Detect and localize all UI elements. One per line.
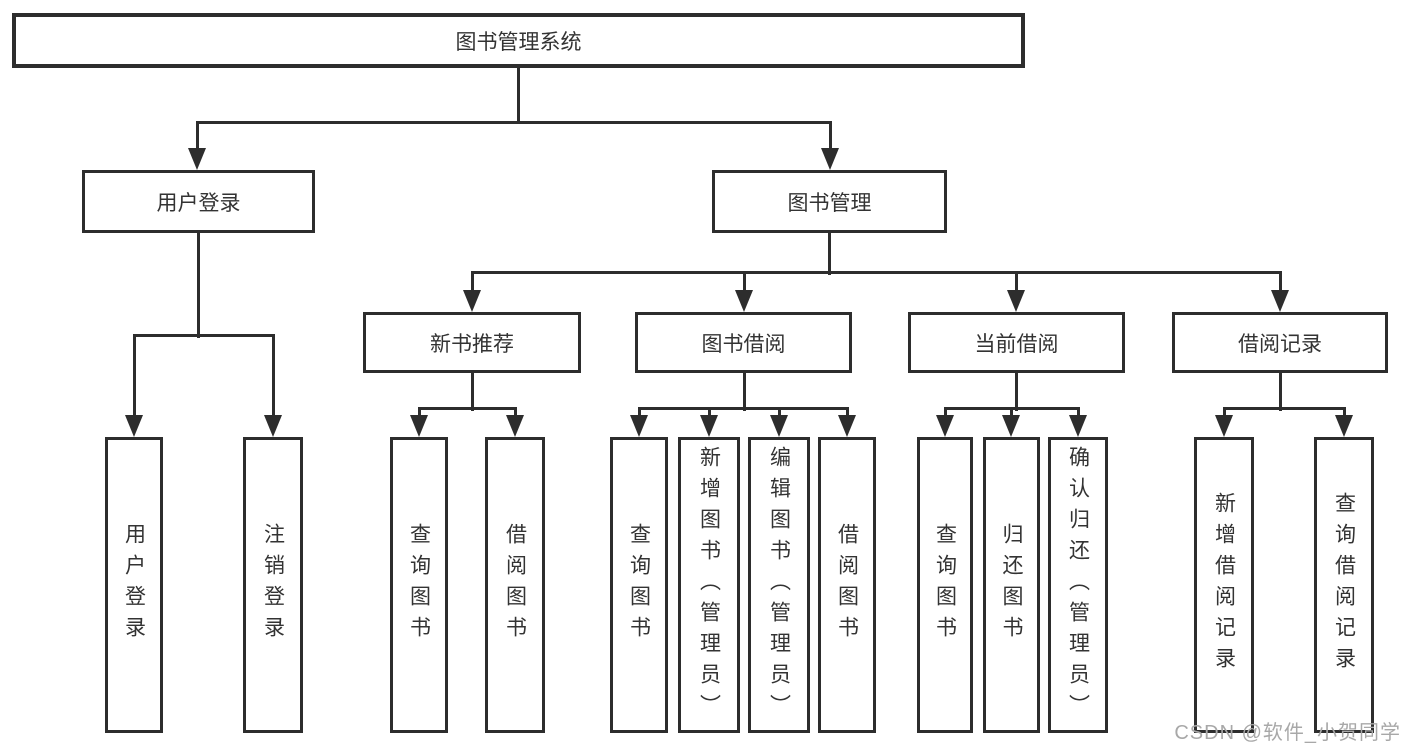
connector-line [708, 408, 711, 420]
connector-line [471, 271, 1282, 274]
connector-line [471, 272, 474, 294]
node-label: 图书管理系统 [455, 30, 582, 54]
connector-line [133, 334, 275, 337]
arrow-down-icon [1271, 290, 1289, 312]
leaf-label: 用户登录 [122, 523, 146, 647]
arrow-down-icon [1002, 415, 1020, 437]
connector-line [778, 408, 781, 420]
arrow-down-icon [410, 415, 428, 437]
connector-line [272, 335, 275, 419]
node-book-management: 图书管理 [712, 170, 947, 233]
connector-line [828, 233, 831, 275]
arrow-down-icon [1007, 290, 1025, 312]
arrow-down-icon [264, 415, 282, 437]
connector-line [197, 233, 200, 338]
arrow-down-icon [838, 415, 856, 437]
leaf-label: 归还图书 [1000, 523, 1023, 647]
leaf-query-books-current: 查询图书 [917, 437, 973, 733]
node-label: 新书推荐 [430, 332, 514, 356]
connector-line [1015, 272, 1018, 294]
node-label: 借阅记录 [1238, 332, 1322, 356]
leaf-query-books-recommend: 查询图书 [390, 437, 448, 733]
leaf-user-login: 用户登录 [105, 437, 163, 733]
connector-line [1343, 408, 1346, 420]
arrow-down-icon [125, 415, 143, 437]
connector-line [471, 373, 474, 411]
arrow-down-icon [506, 415, 524, 437]
connector-line [846, 408, 849, 420]
leaf-return-books: 归还图书 [983, 437, 1040, 733]
arrow-down-icon [770, 415, 788, 437]
node-user-login: 用户登录 [82, 170, 315, 233]
leaf-label: 查询图书 [407, 523, 431, 647]
connector-line [1077, 408, 1080, 420]
watermark: CSDN @软件_小贺同学 [1174, 722, 1401, 744]
leaf-label: 确认归还（管理员） [1066, 445, 1090, 725]
connector-line [829, 122, 832, 152]
arrow-down-icon [700, 415, 718, 437]
node-label: 用户登录 [156, 191, 241, 215]
connector-line [944, 407, 1080, 410]
arrow-down-icon [188, 148, 206, 170]
leaf-label: 注销登录 [261, 523, 285, 647]
node-borrowing-records: 借阅记录 [1172, 312, 1388, 373]
leaf-borrow-books-borrowing: 借阅图书 [818, 437, 876, 733]
connector-line [133, 335, 136, 419]
leaf-label: 查询借阅记录 [1332, 492, 1356, 678]
arrow-down-icon [630, 415, 648, 437]
connector-line [944, 408, 947, 420]
connector-line [1279, 373, 1282, 411]
arrow-down-icon [936, 415, 954, 437]
arrow-down-icon [1215, 415, 1233, 437]
leaf-confirm-return-admin: 确认归还（管理员） [1048, 437, 1108, 733]
leaf-borrow-books-recommend: 借阅图书 [485, 437, 545, 733]
connector-line [638, 408, 641, 420]
connector-line [638, 407, 849, 410]
leaf-label: 新增图书（管理员） [697, 445, 721, 725]
leaf-label: 新增借阅记录 [1212, 492, 1236, 678]
arrow-down-icon [1335, 415, 1353, 437]
node-label: 当前借阅 [974, 332, 1059, 356]
node-current-borrowing: 当前借阅 [908, 312, 1125, 373]
connector-line [196, 122, 199, 152]
connector-line [743, 373, 746, 411]
leaf-label: 查询图书 [933, 523, 957, 647]
leaf-add-borrow-record: 新增借阅记录 [1194, 437, 1254, 733]
node-new-book-recommendation: 新书推荐 [363, 312, 581, 373]
connector-line [514, 408, 517, 420]
leaf-logout: 注销登录 [243, 437, 303, 733]
node-book-borrowing: 图书借阅 [635, 312, 852, 373]
leaf-label: 编辑图书（管理员） [767, 445, 791, 725]
arrow-down-icon [735, 290, 753, 312]
connector-line [517, 68, 520, 124]
connector-line [418, 407, 517, 410]
leaf-query-books-borrowing: 查询图书 [610, 437, 668, 733]
leaf-label: 查询图书 [627, 523, 651, 647]
node-label: 图书管理 [787, 191, 872, 215]
connector-line [196, 121, 832, 124]
leaf-edit-book-admin: 编辑图书（管理员） [748, 437, 810, 733]
arrow-down-icon [1069, 415, 1087, 437]
connector-line [1223, 407, 1346, 410]
leaf-query-borrow-record: 查询借阅记录 [1314, 437, 1374, 733]
node-label: 图书借阅 [701, 332, 786, 356]
leaf-label: 借阅图书 [835, 523, 859, 647]
node-library-management-system: 图书管理系统 [12, 13, 1025, 68]
leaf-add-book-admin: 新增图书（管理员） [678, 437, 740, 733]
connector-line [1279, 272, 1282, 294]
connector-line [1010, 408, 1013, 420]
leaf-label: 借阅图书 [503, 523, 527, 647]
connector-line [1223, 408, 1226, 420]
connector-line [1015, 373, 1018, 411]
arrow-down-icon [821, 148, 839, 170]
arrow-down-icon [463, 290, 481, 312]
connector-line [418, 408, 421, 420]
connector-line [743, 272, 746, 294]
